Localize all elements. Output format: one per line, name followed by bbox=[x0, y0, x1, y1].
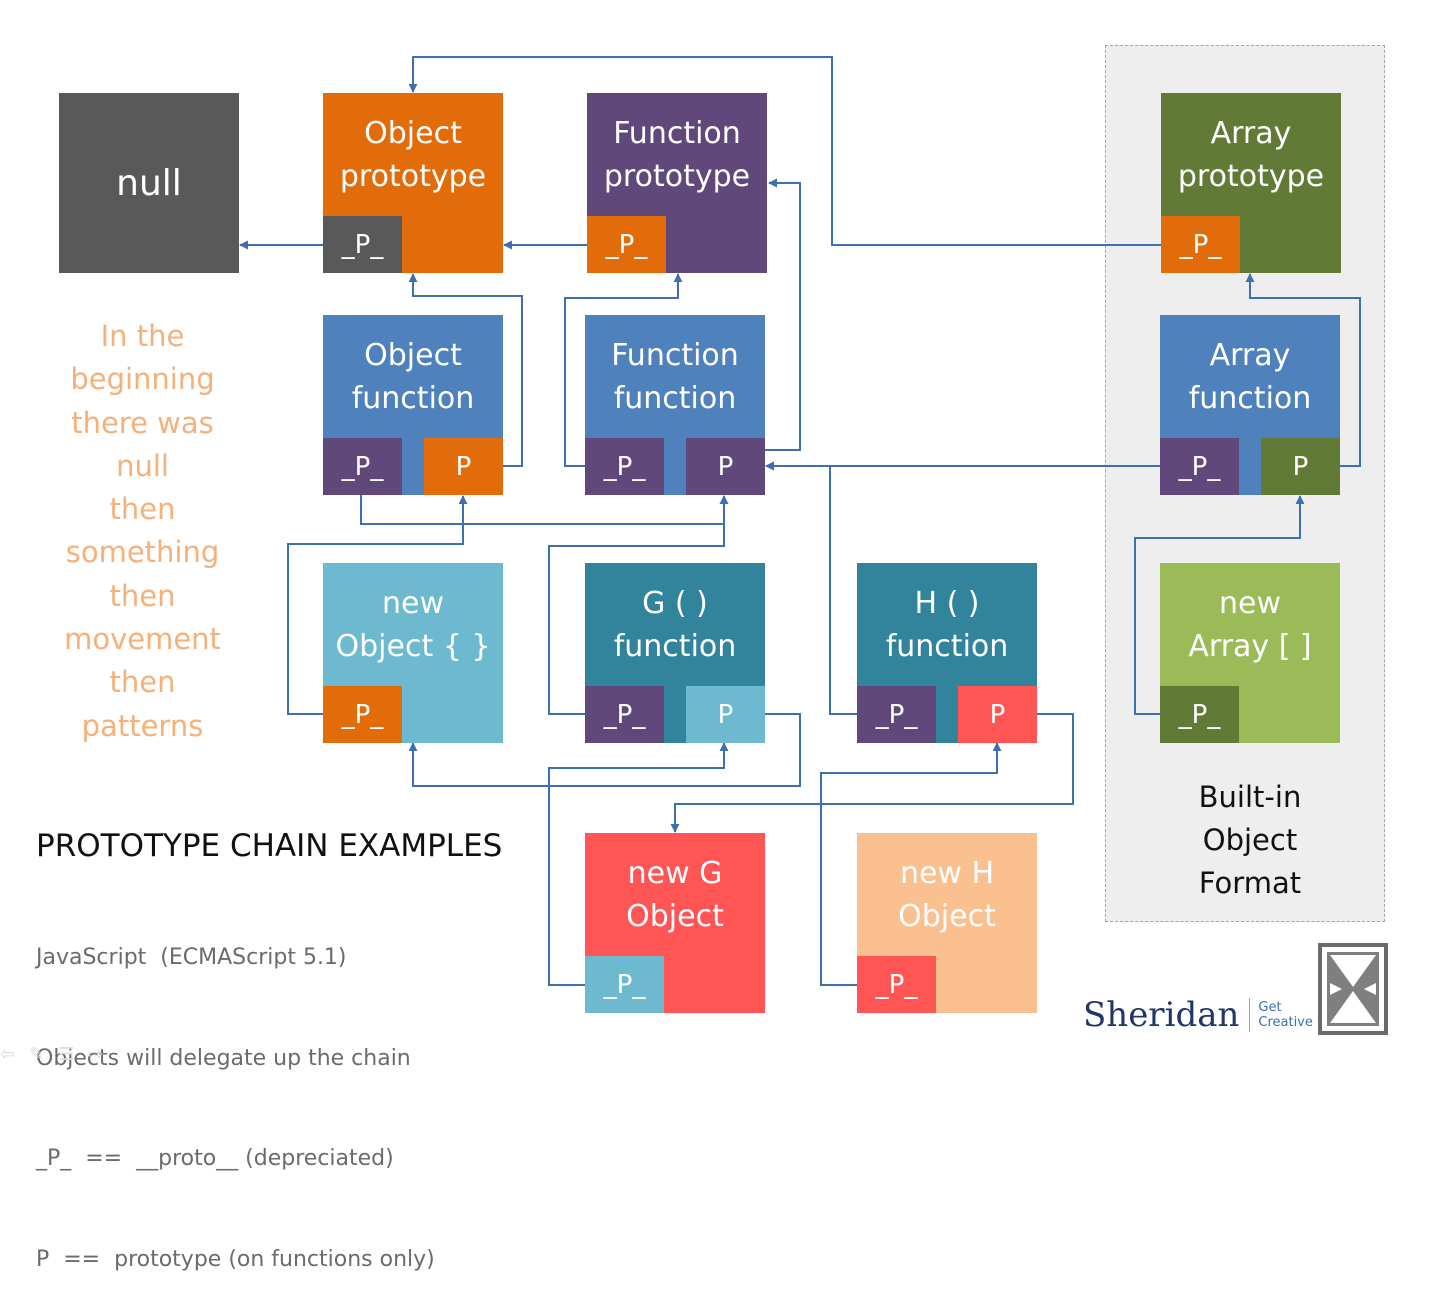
h-function-box: H ( ) function _P_ P bbox=[857, 563, 1037, 743]
object-function-prototype-slot: P bbox=[424, 438, 503, 495]
h-function-proto-slot: _P_ bbox=[857, 686, 936, 743]
object-prototype-proto-slot: _P_ bbox=[323, 216, 402, 273]
brand-name: Sheridan bbox=[1083, 995, 1240, 1035]
link-object-function-proto-to-function-function-p bbox=[360, 495, 729, 525]
link-g-function-p-to-new-object bbox=[408, 713, 801, 787]
g-function-title: G ( ) function bbox=[613, 585, 737, 664]
note-item: P == prototype (on functions only) bbox=[36, 1246, 435, 1272]
array-function-prototype-slot: P bbox=[1261, 438, 1340, 495]
prototype-links bbox=[239, 56, 1361, 986]
link-new-h-object-to-h-function-p bbox=[820, 742, 1002, 986]
new-object-box: new Object { } _P_ bbox=[323, 563, 503, 743]
emblem-icon bbox=[1318, 943, 1388, 1035]
new-g-object-title: new G Object bbox=[626, 855, 724, 934]
new-g-object-box: new G Object _P_ bbox=[585, 833, 765, 1013]
slide-nav: ⇦ ✎ ☰ ⇨ bbox=[0, 1044, 103, 1065]
new-h-object-title: new H Object bbox=[898, 855, 996, 934]
link-object-function-p-to-object-prototype bbox=[408, 273, 523, 467]
link-function-function-proto-to-function-prototype bbox=[564, 273, 683, 467]
link-g-function-proto-to-function-function-p bbox=[548, 495, 729, 715]
h-function-prototype-slot: P bbox=[958, 686, 1037, 743]
pen-icon[interactable]: ✎ bbox=[29, 1044, 45, 1065]
link-h-function-proto-to-function-function-p bbox=[765, 461, 857, 715]
link-h-function-p-to-new-object bbox=[670, 713, 1074, 833]
forward-arrow-icon[interactable]: ⇨ bbox=[88, 1044, 104, 1065]
link-new-array-to-array-function-p bbox=[1134, 495, 1305, 715]
note-item: _P_ == __proto__ (depreciated) bbox=[36, 1146, 394, 1171]
object-function-proto-slot: _P_ bbox=[323, 438, 402, 495]
note-item: JavaScript (ECMAScript 5.1) bbox=[36, 945, 347, 970]
sheridan-logo: Sheridan Get Creative bbox=[1083, 995, 1313, 1035]
new-h-object-box: new H Object _P_ bbox=[857, 833, 1037, 1013]
menu-icon[interactable]: ☰ bbox=[58, 1044, 75, 1065]
new-array-title: new Array [ ] bbox=[1188, 585, 1312, 664]
function-function-box: Function function _P_ P bbox=[585, 315, 765, 495]
new-object-title: new Object { } bbox=[335, 585, 491, 664]
brand-separator bbox=[1249, 998, 1251, 1032]
array-function-box: Array function _P_ P bbox=[1160, 315, 1340, 495]
g-function-proto-slot: _P_ bbox=[585, 686, 664, 743]
page-title: PROTOTYPE CHAIN EXAMPLES bbox=[36, 828, 503, 864]
object-prototype-box: Object prototype _P_ bbox=[323, 93, 503, 273]
new-array-proto-slot: _P_ bbox=[1160, 686, 1239, 743]
object-function-box: Object function _P_ P bbox=[323, 315, 503, 495]
story-text: In the beginning there was null then som… bbox=[64, 319, 221, 743]
notes-list: JavaScript (ECMAScript 5.1) Objects will… bbox=[36, 874, 435, 1310]
new-h-object-proto-slot: _P_ bbox=[857, 956, 936, 1013]
object-function-title: Object function bbox=[351, 337, 475, 416]
function-prototype-box: Function prototype _P_ bbox=[587, 93, 767, 273]
new-array-box: new Array [ ] _P_ bbox=[1160, 563, 1340, 743]
builtin-label: Built-in Object Format bbox=[1198, 780, 1302, 900]
function-prototype-proto-slot: _P_ bbox=[587, 216, 666, 273]
array-function-title: Array function bbox=[1188, 337, 1312, 416]
array-prototype-proto-slot: _P_ bbox=[1161, 216, 1240, 273]
link-function-function-p-to-function-prototype bbox=[765, 178, 801, 451]
null-box: null bbox=[59, 93, 239, 273]
g-function-prototype-slot: P bbox=[686, 686, 765, 743]
function-function-proto-slot: _P_ bbox=[585, 438, 664, 495]
note-item: Objects will delegate up the chain bbox=[36, 1045, 411, 1071]
object-prototype-title: Object prototype bbox=[339, 115, 487, 194]
back-arrow-icon[interactable]: ⇦ bbox=[0, 1044, 16, 1065]
g-function-box: G ( ) function _P_ P bbox=[585, 563, 765, 743]
link-new-object-to-object-function-p bbox=[287, 495, 468, 715]
function-function-title: Function function bbox=[611, 337, 739, 416]
function-prototype-title: Function prototype bbox=[603, 115, 751, 194]
null-title: null bbox=[116, 162, 182, 204]
array-prototype-title: Array prototype bbox=[1177, 115, 1325, 194]
h-function-title: H ( ) function bbox=[885, 585, 1009, 664]
new-object-proto-slot: _P_ bbox=[323, 686, 402, 743]
array-prototype-box: Array prototype _P_ bbox=[1161, 93, 1341, 273]
new-g-object-proto-slot: _P_ bbox=[585, 956, 664, 1013]
brand-tagline: Get Creative bbox=[1258, 1000, 1313, 1030]
link-array-function-p-to-array-prototype bbox=[1245, 273, 1361, 467]
function-function-prototype-slot: P bbox=[686, 438, 765, 495]
link-array-prototype-to-object-prototype bbox=[408, 56, 1161, 246]
array-function-proto-slot: _P_ bbox=[1160, 438, 1239, 495]
link-new-g-object-to-g-function-p bbox=[548, 742, 729, 986]
